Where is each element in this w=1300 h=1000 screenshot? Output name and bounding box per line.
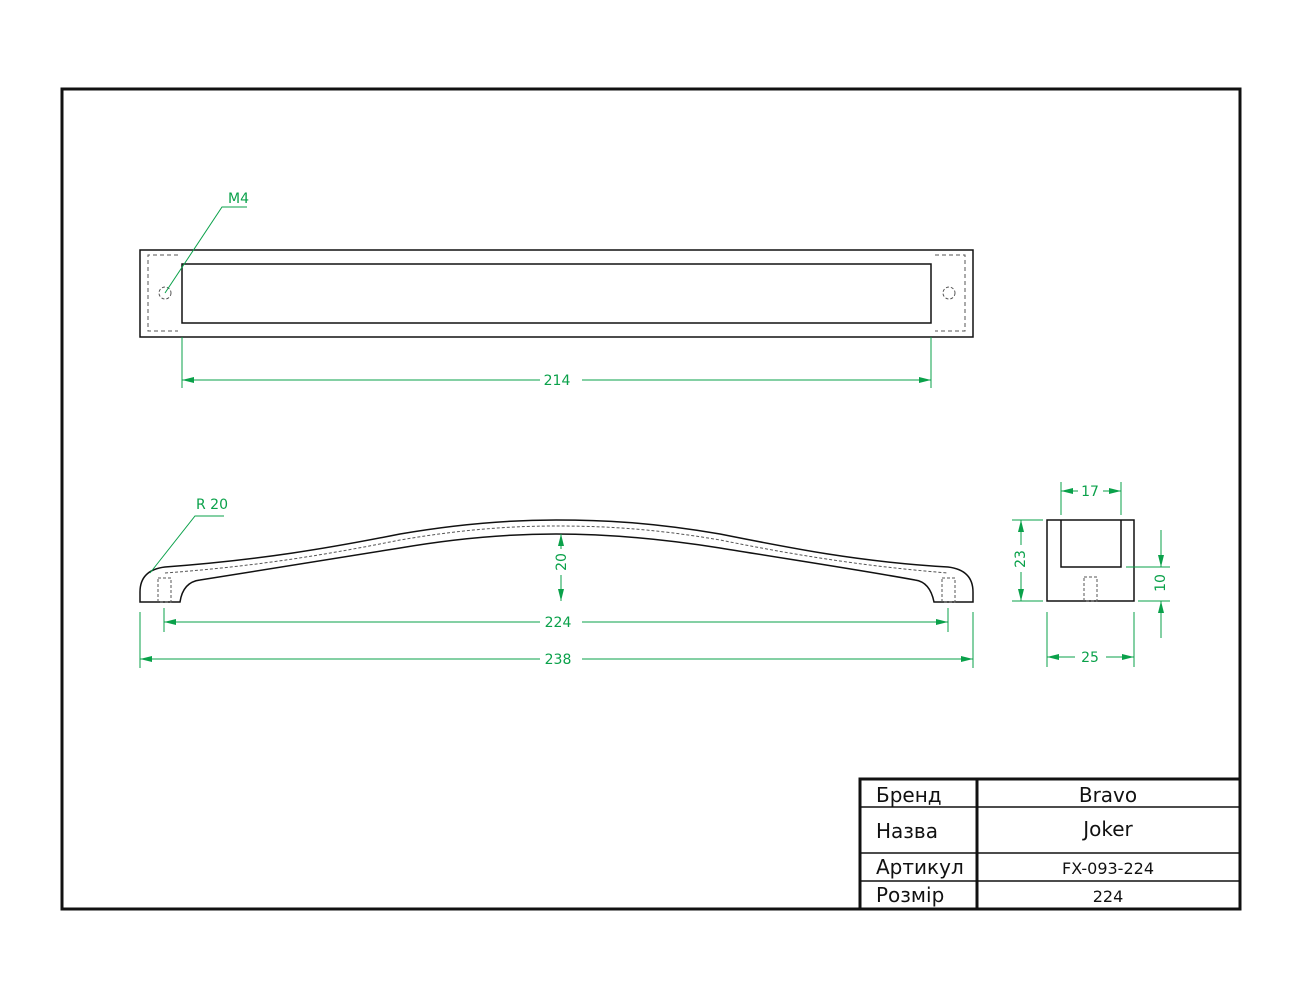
handle-hidden-line xyxy=(164,525,949,574)
radius-label: R 20 xyxy=(196,497,228,513)
section-width-label: 25 xyxy=(1081,650,1099,666)
section-thread-hole xyxy=(1083,576,1098,602)
title-block-value-name: Joker xyxy=(1081,817,1133,841)
section-depth-label: 10 xyxy=(1153,574,1169,592)
radius-leader-line xyxy=(149,515,224,574)
left-end-hidden-line xyxy=(147,254,178,332)
top-view: M4 214 xyxy=(139,191,974,389)
drawing-frame xyxy=(60,87,1242,911)
thread-leader-line xyxy=(164,206,247,294)
front-height-label: 20 xyxy=(554,553,570,571)
section-view: 17 23 10 25 xyxy=(1012,482,1170,667)
title-block-label-name: Назва xyxy=(876,819,938,843)
left-mounting-hole xyxy=(158,286,172,300)
right-mounting-hole xyxy=(942,286,956,300)
section-height-label: 23 xyxy=(1013,550,1029,568)
top-hole-spacing-label: 214 xyxy=(544,373,571,389)
top-view-outline xyxy=(139,249,974,338)
thread-label: M4 xyxy=(228,191,249,207)
title-block-label-brand: Бренд xyxy=(876,783,942,807)
left-thread-hole xyxy=(157,577,172,603)
title-block-label-article: Артикул xyxy=(876,855,964,879)
title-block-value-size: 224 xyxy=(1093,887,1124,906)
title-block-value-article: FX-093-224 xyxy=(1062,859,1154,878)
overall-length-label: 238 xyxy=(545,652,572,668)
section-outline xyxy=(1046,519,1135,602)
front-hole-spacing-label: 224 xyxy=(545,615,572,631)
title-block-frame xyxy=(858,777,1242,911)
top-view-recess xyxy=(181,263,932,324)
channel-width-label: 17 xyxy=(1081,484,1099,500)
right-thread-hole xyxy=(941,577,956,603)
title-block-label-size: Розмір xyxy=(876,883,944,907)
right-end-hidden-line xyxy=(935,254,966,332)
title-block-value-brand: Bravo xyxy=(1079,783,1137,807)
handle-profile xyxy=(139,519,974,603)
front-view: R 20 20 224 238 xyxy=(139,497,974,668)
title-block: Бренд Bravo Назва Joker Артикул FX-093-2… xyxy=(858,777,1242,911)
